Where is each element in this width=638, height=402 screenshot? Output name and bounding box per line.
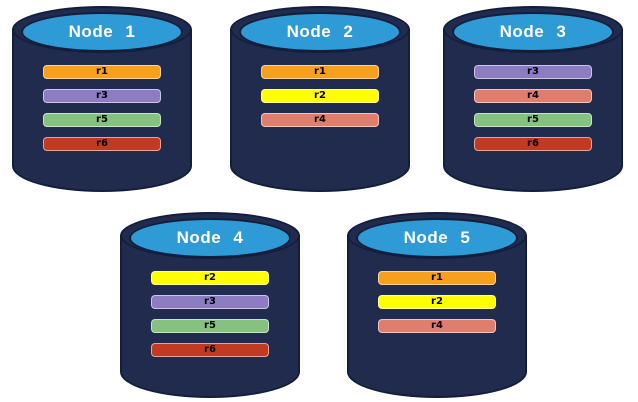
database-node: Node 1 r1 r3 r5 r6 bbox=[12, 6, 192, 192]
database-node: Node 2 r1 r2 r4 bbox=[230, 6, 410, 192]
node-title: Node 1 bbox=[68, 22, 136, 41]
cylinder-top-face: Node 1 bbox=[21, 12, 183, 52]
replica-label: r3 bbox=[527, 66, 539, 77]
replica-bar: r5 bbox=[474, 113, 592, 127]
cylinder-top-rim: Node 4 bbox=[120, 212, 300, 259]
cylinder-top-face: Node 4 bbox=[129, 218, 291, 258]
replica-bar: r5 bbox=[151, 319, 269, 333]
replica-bar-list: r3 r4 r5 r6 bbox=[474, 65, 592, 151]
replica-bar-list: r2 r3 r5 r6 bbox=[151, 271, 269, 357]
cylinder-top-rim: Node 5 bbox=[347, 212, 527, 259]
replica-label: r1 bbox=[314, 66, 326, 77]
node-title: Node 4 bbox=[176, 228, 244, 247]
cylinder-top-face: Node 5 bbox=[356, 218, 518, 258]
database-node: Node 3 r3 r4 r5 r6 bbox=[443, 6, 623, 192]
replica-label: r2 bbox=[204, 272, 216, 283]
replica-bar: r4 bbox=[474, 89, 592, 103]
replica-label: r4 bbox=[431, 320, 443, 331]
replica-bar-list: r1 r2 r4 bbox=[378, 271, 496, 333]
cylinder-top-rim: Node 1 bbox=[12, 6, 192, 53]
cylinder-top-face: Node 2 bbox=[239, 12, 401, 52]
cylinder-top-rim: Node 3 bbox=[443, 6, 623, 53]
replica-label: r1 bbox=[96, 66, 108, 77]
replica-label: r2 bbox=[314, 90, 326, 101]
replica-bar: r2 bbox=[151, 271, 269, 285]
replica-bar: r1 bbox=[261, 65, 379, 79]
replica-label: r5 bbox=[527, 114, 539, 125]
replica-bar: r3 bbox=[474, 65, 592, 79]
replica-label: r6 bbox=[527, 138, 539, 149]
replica-bar: r6 bbox=[43, 137, 161, 151]
replica-bar: r5 bbox=[43, 113, 161, 127]
node-title: Node 3 bbox=[499, 22, 567, 41]
node-title: Node 2 bbox=[286, 22, 354, 41]
replica-label: r6 bbox=[204, 344, 216, 355]
replica-bar: r6 bbox=[151, 343, 269, 357]
replica-label: r4 bbox=[527, 90, 539, 101]
replica-bar: r4 bbox=[378, 319, 496, 333]
cylinder-body bbox=[120, 235, 300, 398]
replica-bar: r1 bbox=[43, 65, 161, 79]
cylinder-top-rim: Node 2 bbox=[230, 6, 410, 53]
node-title: Node 5 bbox=[403, 228, 471, 247]
database-node: Node 4 r2 r3 r5 r6 bbox=[120, 212, 300, 398]
replica-bar: r4 bbox=[261, 113, 379, 127]
cylinder-body bbox=[230, 29, 410, 192]
replica-bar: r3 bbox=[43, 89, 161, 103]
cylinder-body bbox=[347, 235, 527, 398]
replica-bar: r6 bbox=[474, 137, 592, 151]
replica-bar-list: r1 r3 r5 r6 bbox=[43, 65, 161, 151]
replica-bar: r1 bbox=[378, 271, 496, 285]
cylinder-body bbox=[12, 29, 192, 192]
replica-bar: r2 bbox=[261, 89, 379, 103]
replica-bar: r2 bbox=[378, 295, 496, 309]
replica-label: r3 bbox=[96, 90, 108, 101]
replica-label: r2 bbox=[431, 296, 443, 307]
cylinder-body bbox=[443, 29, 623, 192]
replica-label: r3 bbox=[204, 296, 216, 307]
replica-label: r1 bbox=[431, 272, 443, 283]
database-node: Node 5 r1 r2 r4 bbox=[347, 212, 527, 398]
replica-label: r4 bbox=[314, 114, 326, 125]
replica-label: r6 bbox=[96, 138, 108, 149]
cylinder-top-face: Node 3 bbox=[452, 12, 614, 52]
replica-bar: r3 bbox=[151, 295, 269, 309]
replica-label: r5 bbox=[96, 114, 108, 125]
replica-bar-list: r1 r2 r4 bbox=[261, 65, 379, 127]
replica-label: r5 bbox=[204, 320, 216, 331]
